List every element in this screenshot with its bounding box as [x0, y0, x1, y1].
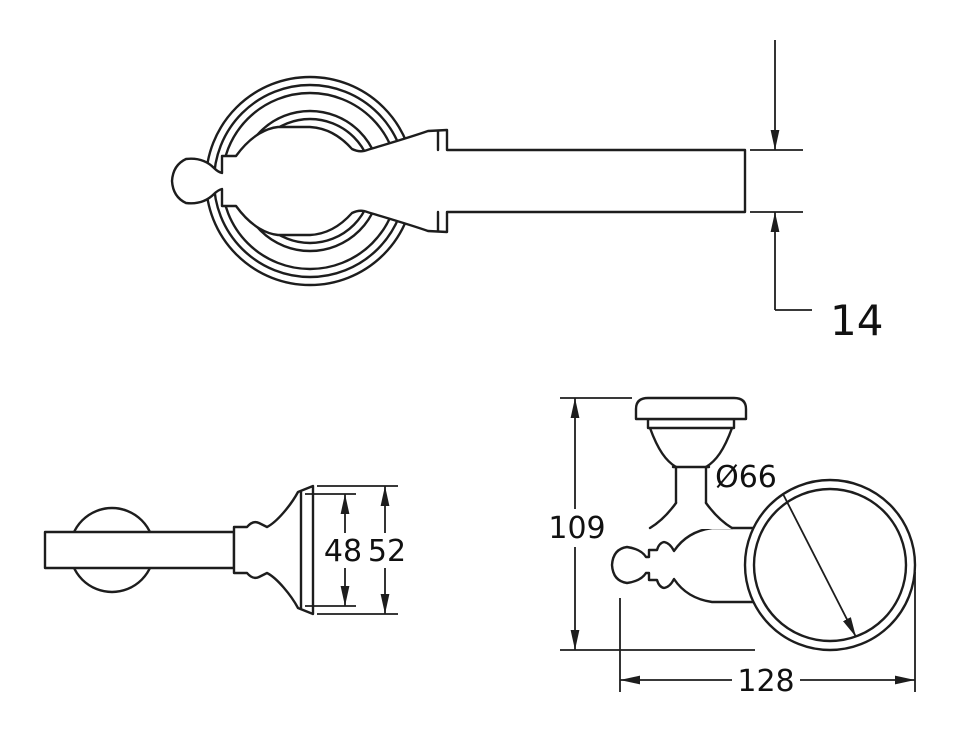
dim-text-post-inner: 48	[324, 534, 362, 569]
leader-line-cup-diameter	[782, 493, 857, 638]
post-base-cover	[650, 503, 732, 529]
post-bell-left	[648, 426, 678, 469]
cup-ring-inner-circle	[752, 487, 908, 643]
side-view	[43, 484, 315, 616]
dim-109-backing	[546, 509, 608, 547]
dimension-cup-diameter: Ø66	[715, 460, 857, 638]
dimension-post-widths: 48 52	[305, 485, 410, 615]
post-flare-right	[704, 501, 734, 530]
front-view	[610, 396, 917, 652]
post-flare-left	[648, 501, 678, 530]
top-view	[170, 75, 747, 287]
dim-text-post-outer: 52	[368, 534, 406, 569]
dim-128-backing	[732, 661, 800, 698]
cup-ring-outer-circle	[743, 478, 917, 652]
post-cap-top	[634, 396, 748, 421]
side-bell-outline	[232, 484, 315, 616]
post-bell-right	[704, 426, 734, 469]
post-stem	[674, 465, 708, 505]
side-bar-outline	[43, 530, 236, 570]
dimension-overall-height: 109	[546, 397, 755, 651]
dim-text-overall-depth: 128	[737, 664, 794, 699]
dimension-bar-thickness: 14	[750, 40, 883, 345]
dim-text-backing	[318, 533, 410, 568]
dim-text-cup-diameter: Ø66	[715, 460, 777, 495]
post-cap-collar	[646, 417, 736, 430]
handle-profile-outline	[170, 125, 747, 237]
dim-text-overall-height: 109	[548, 511, 605, 546]
dim-text-bar-thickness: 14	[830, 296, 883, 345]
dimension-overall-depth: 128	[619, 572, 916, 699]
